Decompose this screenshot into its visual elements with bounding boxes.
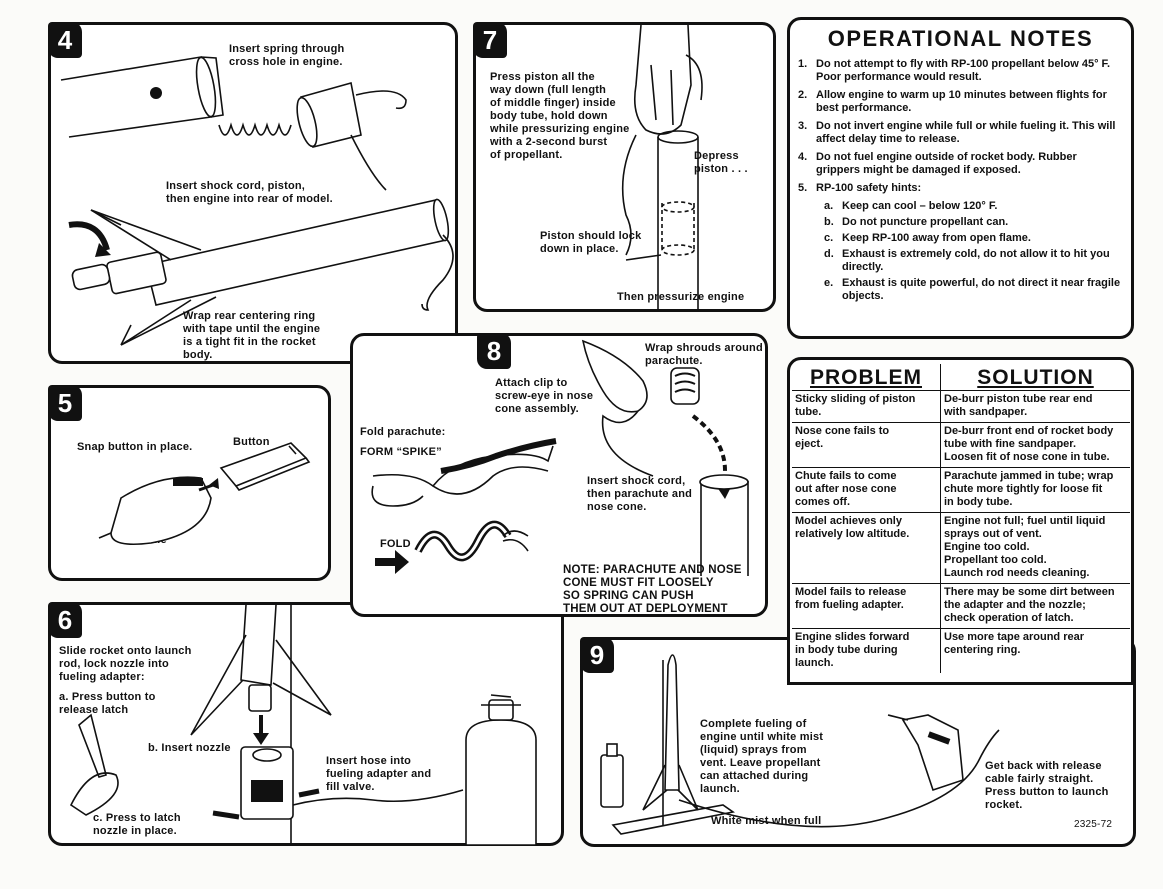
label-button: Button [233,436,270,448]
instruction-wrap-ring: Wrap rear centering ring with tape until… [183,310,321,361]
solution-header: SOLUTION [977,366,1094,389]
safety-hint: b.Do not puncture propellant can. [824,216,1009,228]
safety-hint: d.Exhaust is extremely cold, do not allo… [824,248,1110,273]
table-row: Chute fails to come out after nose cone … [792,467,1130,513]
table-row: Model achieves only relatively low altit… [792,512,1130,584]
instruction-press-to-latch: c. Press to latch nozzle in place. [93,812,181,837]
label-fold: FOLD [380,538,411,550]
instruction-snap-button: Snap button in place. [77,441,193,453]
instruction-complete-fueling: Complete fueling of engine until white m… [700,718,824,795]
safety-hint: a.Keep can cool – below 120° F. [824,200,998,212]
notes-title: OPERATIONAL NOTES [827,26,1094,51]
note-item: 2.Allow engine to warm up 10 minutes bet… [798,89,1107,114]
instruction-get-back: Get back with release cable fairly strai… [985,760,1109,811]
instruction-pressurize: Then pressurize engine [617,291,745,303]
instruction-press-button: a. Press button to release latch [59,691,156,716]
notes-list: 1.Do not attempt to fly with RP-100 prop… [798,58,1123,306]
instruction-fold-parachute: Fold parachute: [360,426,446,438]
instruction-insert-shock-cord: Insert shock cord, then parachute and no… [587,475,693,513]
piston-press-illustration [621,24,703,310]
parachute-illustration [371,339,749,576]
troubleshooting-panel: PROBLEM SOLUTION Sticky sliding of pisto… [787,357,1134,685]
note-item: 5.RP-100 safety hints: [798,182,922,194]
instruction-wrap-shrouds: Wrap shrouds around parachute. [645,342,763,367]
instruction-insert-nozzle: b. Insert nozzle [148,742,231,754]
launch-setup-illustration [600,654,1000,835]
step-number: 5 [48,385,82,421]
step-8-panel: 8 Fold parachute: FORM “SPIKE” FOLD Atta… [350,333,768,617]
instruction-insert-hose: Insert hose into fueling adapter and fil… [326,755,432,793]
safety-hints-list: a.Keep can cool – below 120° F. b.Do not… [798,200,1123,303]
engine-spring-illustration [60,56,454,346]
step-4-panel: 4 Insert spring through cross hole in en… [48,22,458,364]
step-5-panel: 5 Snap button in place. Button Handle [48,385,331,581]
safety-hint: c.Keep RP-100 away from open flame. [824,232,1031,244]
troubleshooting-table: PROBLEM SOLUTION Sticky sliding of pisto… [792,364,1130,673]
step-number: 8 [477,333,511,369]
step-number: 9 [580,637,614,673]
instruction-depress-piston: Depress piston . . . [694,150,748,175]
safety-hint: e.Exhaust is quite powerful, do not dire… [824,277,1121,302]
problem-header: PROBLEM [792,364,941,391]
step-number: 7 [473,22,507,58]
step-6-panel: 6 Slide rocket onto launch rod, lock noz… [48,602,564,846]
instruction-attach-clip: Attach clip to screw-eye in nose cone as… [495,377,594,415]
instruction-insert-shock-cord: Insert shock cord, piston, then engine i… [166,180,333,205]
note-item: 4.Do not fuel engine outside of rocket b… [798,151,1077,176]
button-handle-illustration [98,442,311,546]
label-form-spike: FORM “SPIKE” [360,446,442,458]
document-code: 2325-72 [1074,819,1113,830]
note-parachute-fit: NOTE: PARACHUTE AND NOSE CONE MUST FIT L… [563,564,742,615]
table-row: Nose cone fails to eject.De-burr front e… [792,422,1130,468]
instruction-slide-rocket: Slide rocket onto launch rod, lock nozzl… [59,645,192,683]
note-item: 3.Do not invert engine while full or whi… [798,120,1116,145]
table-row: Model fails to release from fueling adap… [792,583,1130,629]
table-row: Sticky sliding of piston tube.De-burr pi… [792,390,1130,423]
step-7-panel: 7 Press piston all the way down (full le… [473,22,776,312]
instruction-piston-lock: Piston should lock down in place. [540,230,642,255]
launch-fueling-illustration [69,604,537,846]
step-number: 6 [48,602,82,638]
note-item: 1.Do not attempt to fly with RP-100 prop… [798,58,1111,83]
step-number: 4 [48,22,82,58]
operational-notes-panel: OPERATIONAL NOTES 1.Do not attempt to fl… [787,17,1134,339]
instruction-insert-spring: Insert spring through cross hole in engi… [229,43,345,68]
table-row: Engine slides forward in body tube durin… [792,628,1130,673]
instruction-press-piston: Press piston all the way down (full leng… [490,71,630,161]
